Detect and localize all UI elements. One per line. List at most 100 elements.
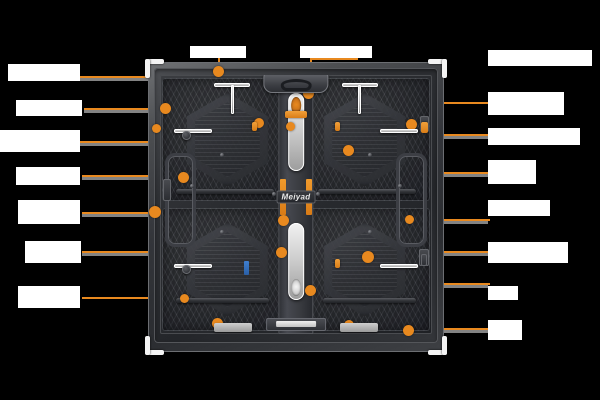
- callout-label-right-7: [488, 286, 518, 300]
- side-handle-right[interactable]: [396, 152, 427, 247]
- leader-line-right-4-shadow: [418, 221, 488, 224]
- carry-handle-upper[interactable]: [287, 93, 305, 171]
- quick-lock-top-left-stem[interactable]: [230, 85, 234, 114]
- callout-label-right-6: [488, 242, 568, 263]
- leader-line-left-5-shadow: [82, 214, 160, 217]
- callout-label-top-1: [190, 46, 246, 58]
- leader-line-right-5-shadow: [412, 253, 490, 256]
- corner-protector-top-left: [145, 59, 164, 78]
- module-top-right: [299, 78, 430, 202]
- data-port-right-lower-inner[interactable]: [420, 253, 427, 266]
- leader-line-left-5: [82, 212, 162, 214]
- signal-connector-bot-right[interactable]: [334, 258, 340, 268]
- top-orange-connector[interactable]: [285, 111, 307, 119]
- signal-connector-mid-left[interactable]: [252, 121, 258, 131]
- corner-protector-bottom-left: [145, 336, 164, 355]
- quick-lock-mid-left[interactable]: [173, 129, 212, 134]
- leader-line-right-7: [418, 328, 492, 330]
- bolt-8: [368, 230, 373, 235]
- callout-label-left-5: [18, 200, 80, 224]
- quick-lock-mid-right[interactable]: [380, 129, 419, 134]
- leader-line-left-3-shadow: [80, 143, 160, 146]
- callout-label-right-1: [488, 50, 592, 66]
- leader-line-right-6-shadow: [424, 285, 488, 288]
- bottom-foot-left: [214, 323, 253, 332]
- leader-line-right-3: [418, 172, 490, 174]
- led-cabinet-rear-view: Meiyad: [145, 59, 447, 355]
- leader-line-left-4-shadow: [82, 177, 158, 180]
- reinforcement-bar-tr: [317, 188, 416, 194]
- callout-marker-19[interactable]: [180, 294, 189, 303]
- signal-connector-mid-right[interactable]: [334, 121, 340, 131]
- quick-lock-bot-left[interactable]: [173, 264, 212, 269]
- quick-lock-top-right[interactable]: [342, 82, 378, 87]
- quick-lock-top-left[interactable]: [214, 82, 250, 87]
- carry-handle-lower[interactable]: [287, 222, 305, 301]
- callout-marker-2[interactable]: [303, 88, 314, 99]
- quick-lock-top-right-stem[interactable]: [358, 85, 362, 114]
- leader-line-left-3: [80, 141, 162, 143]
- leader-line-right-6: [424, 283, 490, 285]
- callout-label-top-2: [300, 46, 372, 58]
- receiving-card-port-left[interactable]: [162, 178, 171, 201]
- leader-line-right-2-shadow: [412, 136, 488, 139]
- leader-line-left-2: [84, 108, 160, 110]
- leader-line-right-3-shadow: [418, 174, 488, 177]
- callout-label-left-6: [25, 241, 81, 263]
- bolt-2: [398, 183, 403, 188]
- leader-line-left-1-shadow: [78, 78, 158, 81]
- callout-marker-13[interactable]: [305, 285, 316, 296]
- leader-line-left-4: [82, 175, 160, 177]
- leader-line-right-4: [418, 219, 490, 221]
- leader-line-top-2-h: [310, 58, 358, 60]
- bolt-6: [368, 152, 373, 157]
- callout-label-left-2: [16, 100, 82, 116]
- leader-line-left-6: [82, 251, 174, 253]
- lock-knob-bot-left[interactable]: [181, 265, 191, 275]
- callout-marker-9[interactable]: [149, 206, 161, 218]
- bolt-1: [189, 183, 194, 188]
- callout-marker-6[interactable]: [406, 119, 417, 130]
- corner-protector-bottom-right: [428, 336, 447, 355]
- callout-marker-7[interactable]: [178, 172, 189, 183]
- leader-line-left-2-shadow: [84, 110, 158, 113]
- lock-knob-mid-left[interactable]: [181, 130, 191, 140]
- callout-marker-5[interactable]: [286, 122, 295, 131]
- callout-marker-17[interactable]: [152, 124, 161, 133]
- bottom-id-plate: [266, 318, 326, 331]
- callout-marker-16[interactable]: [403, 325, 414, 336]
- callout-marker-4[interactable]: [254, 118, 264, 128]
- bolt-7: [219, 230, 224, 235]
- reinforcement-bar-br: [323, 297, 416, 303]
- top-carry-bar[interactable]: [263, 75, 329, 93]
- callout-marker-12[interactable]: [362, 251, 374, 263]
- bolt-3: [271, 191, 276, 196]
- bottom-foot-right: [339, 323, 378, 332]
- leader-line-right-2: [412, 134, 490, 136]
- reinforcement-bar-bl: [176, 297, 269, 303]
- bolt-4: [316, 191, 321, 196]
- callout-label-right-3: [488, 128, 580, 145]
- callout-marker-11[interactable]: [276, 247, 287, 258]
- leader-line-left-1: [78, 76, 160, 78]
- leader-line-right-7-shadow: [418, 330, 490, 333]
- callout-label-right-5: [488, 200, 550, 216]
- leader-line-left-7: [82, 297, 182, 299]
- callout-marker-3[interactable]: [160, 103, 171, 114]
- bolt-5: [219, 152, 224, 157]
- callout-label-right-7b: [488, 320, 522, 340]
- callout-label-left-3: [0, 130, 80, 152]
- leader-line-right-5: [412, 251, 492, 253]
- quick-lock-bot-right[interactable]: [380, 264, 419, 269]
- callout-label-left-4: [16, 167, 80, 185]
- ethernet-port-left[interactable]: [244, 261, 250, 276]
- callout-marker-1[interactable]: [213, 66, 224, 77]
- corner-protector-top-right: [428, 59, 447, 78]
- callout-marker-8[interactable]: [343, 145, 354, 156]
- signal-connector-right-upper[interactable]: [420, 121, 428, 133]
- callout-marker-18[interactable]: [405, 215, 414, 224]
- callout-label-right-4: [488, 160, 536, 184]
- callout-label-right-2: [488, 92, 564, 115]
- callout-marker-10[interactable]: [278, 215, 289, 226]
